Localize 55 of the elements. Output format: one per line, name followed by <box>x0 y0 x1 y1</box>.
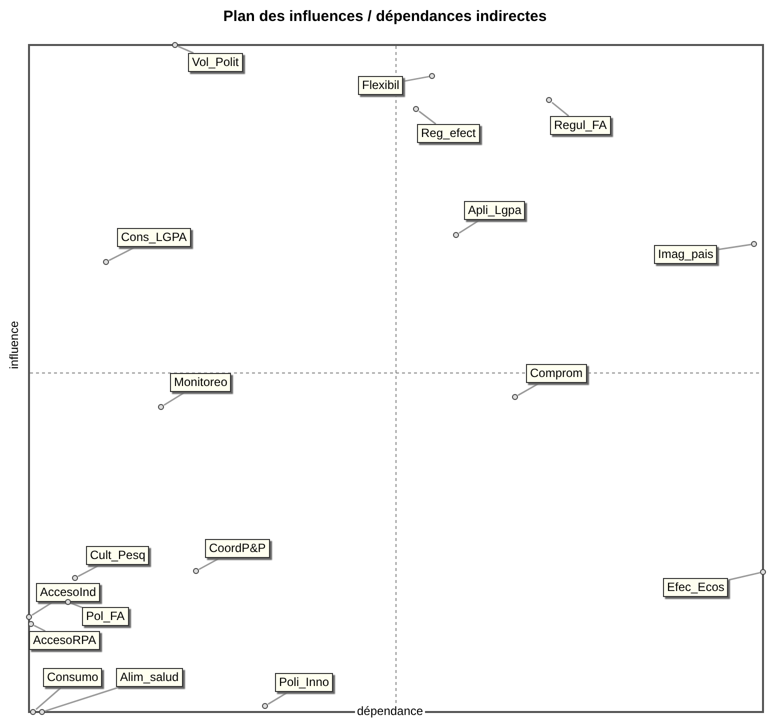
variable-label: CoordP&P <box>205 539 270 558</box>
leader-line <box>32 601 54 616</box>
variable-label: Efec_Ecos <box>663 578 728 597</box>
variable-label: Regul_FA <box>550 116 611 135</box>
variable-label: Reg_efect <box>417 124 480 143</box>
leader-line <box>518 382 540 396</box>
leader-line <box>44 686 120 712</box>
variable-label: Alim_salud <box>116 668 183 687</box>
data-point <box>512 394 518 400</box>
variable-label: AccesoInd <box>36 583 100 602</box>
data-point <box>262 703 268 709</box>
data-point <box>72 575 78 581</box>
data-point <box>103 259 109 265</box>
leader-line <box>717 244 752 250</box>
variable-label: Apli_Lgpa <box>464 201 526 220</box>
leader-line <box>178 46 194 54</box>
variable-label: AccesoRPA <box>29 631 100 650</box>
variable-label: Pol_FA <box>82 607 129 626</box>
leader-line <box>728 572 760 581</box>
variable-label: Monitoreo <box>170 373 232 392</box>
leader-line <box>458 219 480 234</box>
data-point <box>429 73 435 79</box>
data-point <box>760 569 766 575</box>
data-point <box>546 97 552 103</box>
variable-label: Cons_LGPA <box>117 228 191 247</box>
variable-label: Comprom <box>526 364 587 383</box>
leader-line <box>418 110 436 125</box>
data-point <box>26 614 32 620</box>
leader-line <box>552 102 570 117</box>
variable-label: Consumo <box>43 668 102 687</box>
leader-line <box>268 691 289 705</box>
data-point <box>193 568 199 574</box>
data-point <box>172 42 178 48</box>
leader-line <box>36 686 62 710</box>
leader-line <box>108 246 136 262</box>
data-point <box>158 404 164 410</box>
variable-label: Cult_Pesq <box>86 546 150 565</box>
leader-line <box>34 624 46 632</box>
data-point <box>453 232 459 238</box>
leader-line <box>78 564 100 578</box>
variable-label: Flexibil <box>358 76 404 95</box>
axis-label: influence <box>7 318 22 372</box>
leader-line <box>164 391 186 406</box>
leader-line <box>70 602 82 608</box>
variable-label: Imag_pais <box>654 245 718 264</box>
data-point <box>39 709 45 715</box>
data-point <box>413 106 419 112</box>
leader-line <box>198 557 220 570</box>
data-point <box>751 241 757 247</box>
data-point <box>30 709 36 715</box>
leader-line <box>403 76 430 82</box>
variable-label: Poli_Inno <box>275 673 334 692</box>
axis-label: dépendance <box>355 704 426 718</box>
variable-label: Vol_Polit <box>188 53 243 72</box>
chart-title: Plan des influences / dépendances indirectes <box>222 8 548 25</box>
